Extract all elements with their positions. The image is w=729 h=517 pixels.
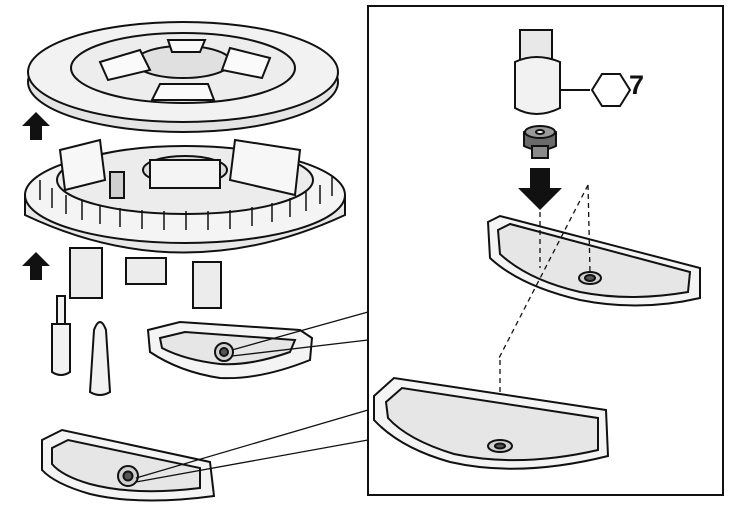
arrow-up-icon — [22, 112, 50, 140]
burner-body — [24, 138, 346, 254]
burner-legs — [69, 247, 222, 309]
hexagon-icon — [590, 73, 632, 107]
arrow-down-icon — [518, 168, 562, 210]
injector-tray-small — [146, 320, 314, 380]
injector-tool-thick — [88, 321, 112, 396]
burner-cap — [27, 21, 339, 133]
socket-wrench — [514, 29, 590, 115]
wrench-size-label: 7 — [629, 70, 645, 100]
injector-nozzle — [523, 125, 557, 159]
detail-tray-lower — [373, 376, 610, 470]
injector-tray-lower — [41, 428, 216, 502]
arrow-up-icon — [22, 252, 50, 280]
injector-tool-thin — [51, 295, 71, 376]
callout-lines — [135, 311, 369, 483]
detail-tray-upper — [486, 214, 701, 307]
